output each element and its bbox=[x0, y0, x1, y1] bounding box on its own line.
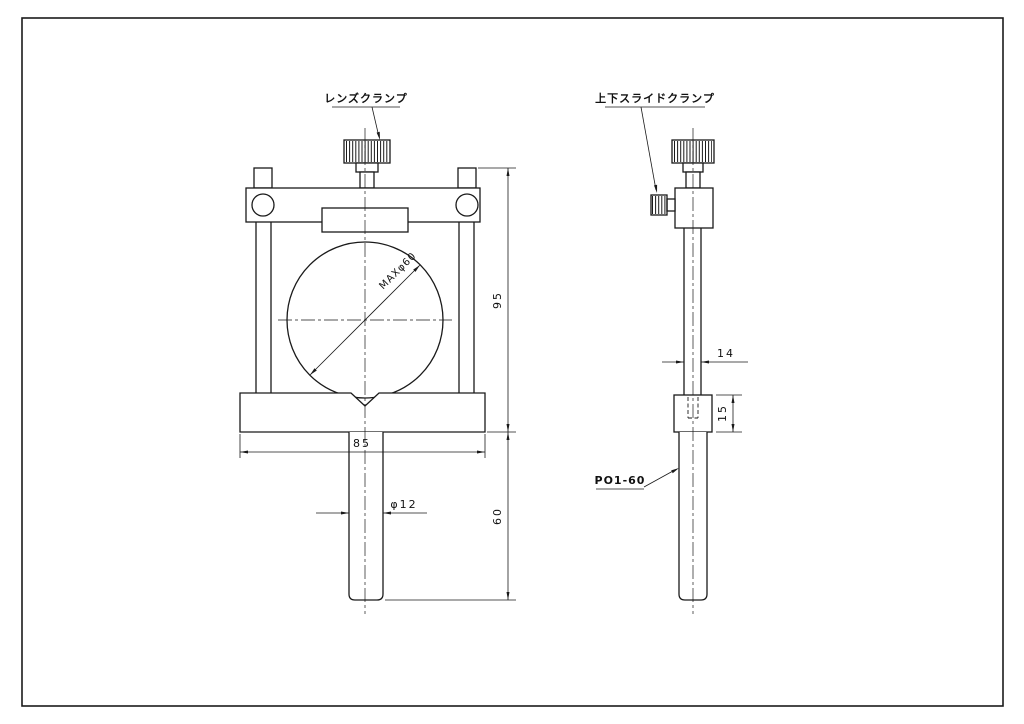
dim-post-length: 60 bbox=[491, 507, 504, 525]
slide-screw-knob bbox=[650, 194, 668, 216]
front-view: MAXφ60 85 φ12 95 60 レンズクランプ bbox=[239, 91, 516, 614]
slide-clamp-block bbox=[674, 187, 714, 229]
side-view: 14 15 上下スライドクランプ PO1-60 bbox=[595, 91, 748, 614]
drawing-border-frame bbox=[21, 17, 1004, 707]
slide-screw-shaft bbox=[666, 198, 676, 212]
right-rod-top bbox=[457, 167, 477, 189]
part-number-label: PO1-60 bbox=[595, 474, 646, 487]
mounting-post bbox=[348, 432, 384, 601]
dim-block-height: 15 bbox=[716, 404, 729, 422]
dim-bar-width: 14 bbox=[717, 347, 735, 360]
base-block bbox=[239, 392, 486, 433]
part-number-leader-arrow bbox=[671, 468, 679, 474]
dim-post-diameter: φ12 bbox=[390, 498, 417, 511]
slide-clamp-label: 上下スライドクランプ bbox=[595, 91, 715, 105]
max-dia-dim-line bbox=[309, 264, 421, 376]
left-rod-top bbox=[253, 167, 273, 189]
dim-base-width: 85 bbox=[353, 437, 371, 450]
left-screw-head bbox=[251, 193, 275, 217]
lens-clamp-leader-arrow bbox=[376, 131, 380, 140]
lower-block bbox=[673, 394, 713, 433]
knob-collar bbox=[355, 162, 379, 173]
lens-clamp-label: レンズクランプ bbox=[324, 91, 407, 105]
slide-clamp-leader-arrow bbox=[654, 184, 658, 193]
knob-shaft bbox=[359, 171, 375, 189]
right-screw-head bbox=[455, 193, 479, 217]
dim-overall-height: 95 bbox=[491, 291, 504, 309]
